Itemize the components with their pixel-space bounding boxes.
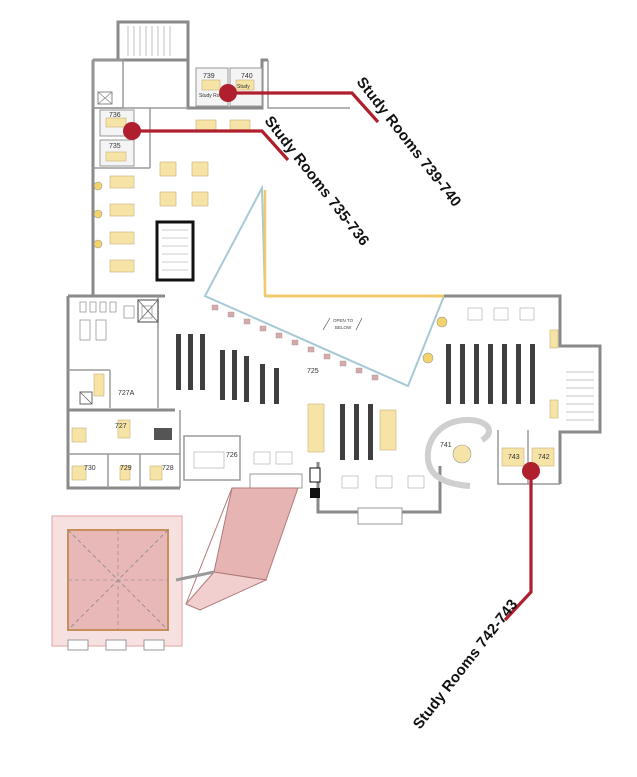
room-726: 726 — [193, 451, 293, 469]
restrooms — [79, 299, 159, 341]
room-label-741: 741 — [440, 442, 452, 449]
study-room-743: 743 — [501, 447, 525, 467]
room-label-727a: 727A — [118, 390, 135, 397]
south-ramp — [175, 487, 299, 611]
study-label: Study — [237, 84, 250, 90]
north-stair-block — [116, 20, 190, 62]
study-room-label: Study Room — [199, 93, 227, 99]
east-stair — [566, 371, 594, 421]
room-label-739: 739 — [203, 73, 215, 80]
callout-study-rooms-739-740[interactable]: Study Rooms 739-740 — [219, 74, 465, 210]
central-tables — [307, 307, 559, 489]
book-stacks: 725 — [176, 334, 535, 460]
room-label-726: 726 — [226, 452, 238, 459]
room-label-728: 728 — [162, 465, 174, 472]
south-atrium-skylight — [51, 515, 183, 651]
study-room-742: 742 — [531, 447, 555, 467]
main-floor-walls — [66, 294, 602, 525]
room-label-735: 735 — [109, 143, 121, 150]
room-label-743: 743 — [508, 454, 520, 461]
callout-label-739-740[interactable]: Study Rooms 739-740 — [353, 74, 465, 210]
open-to-below-label-1: OPEN TO — [333, 318, 354, 323]
study-room-740: 740 Study — [229, 67, 263, 107]
callout-study-rooms-742-743[interactable]: Study Rooms 742-743 — [410, 462, 540, 732]
room-label-727: 727 — [115, 423, 127, 430]
study-room-735: 735 — [99, 139, 135, 167]
room-727a: 727A — [79, 373, 135, 405]
room-label-740: 740 — [241, 73, 253, 80]
callout-label-735-736[interactable]: Study Rooms 735-736 — [261, 113, 373, 249]
room-label-742: 742 — [538, 454, 550, 461]
central-stairwell — [155, 220, 195, 282]
room-label-730: 730 — [84, 465, 96, 472]
callout-label-742-743[interactable]: Study Rooms 742-743 — [410, 596, 522, 732]
open-to-below-atrium: OPEN TO BELOW — [203, 184, 446, 388]
room-label-725: 725 — [307, 368, 319, 375]
offices: 727 730 729 728 — [71, 419, 174, 481]
north-wing-tables — [93, 119, 251, 273]
room-label-729: 729 — [120, 465, 132, 472]
room-label-736: 736 — [109, 112, 121, 119]
open-to-below-label-2: BELOW — [335, 325, 352, 330]
room-741: 741 — [424, 417, 492, 489]
